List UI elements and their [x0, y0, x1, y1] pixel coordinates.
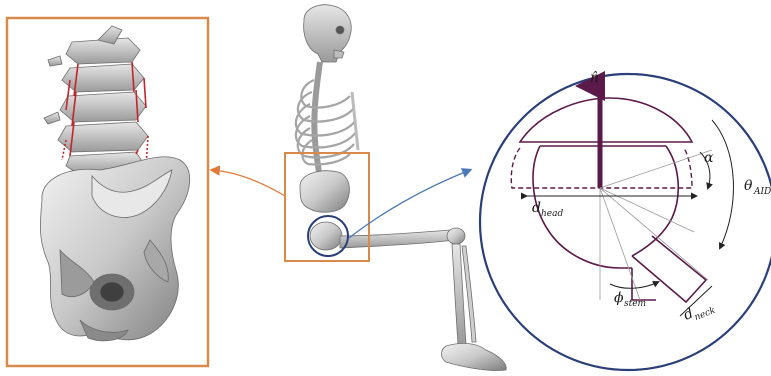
label-theta-sub: AID — [753, 187, 771, 197]
label-d-head-sub: head — [541, 209, 563, 219]
detail-circle — [480, 74, 771, 370]
label-alpha: α — [704, 150, 714, 166]
zoom-arrow-right — [349, 170, 470, 238]
pelvis-icon — [40, 157, 189, 341]
label-theta: θ — [744, 178, 753, 194]
label-phi-sub: stem — [624, 299, 646, 309]
label-d-head: d — [532, 200, 541, 216]
implant-schematic: n̂ α θ AID d head ϕ stem d neck — [480, 70, 771, 370]
label-normal: n̂ — [590, 70, 599, 86]
pelvis-zoom-panel — [7, 18, 208, 366]
skeleton-icon — [296, 5, 506, 371]
label-phi: ϕ — [614, 290, 624, 306]
zoom-arrow-left — [212, 170, 285, 196]
